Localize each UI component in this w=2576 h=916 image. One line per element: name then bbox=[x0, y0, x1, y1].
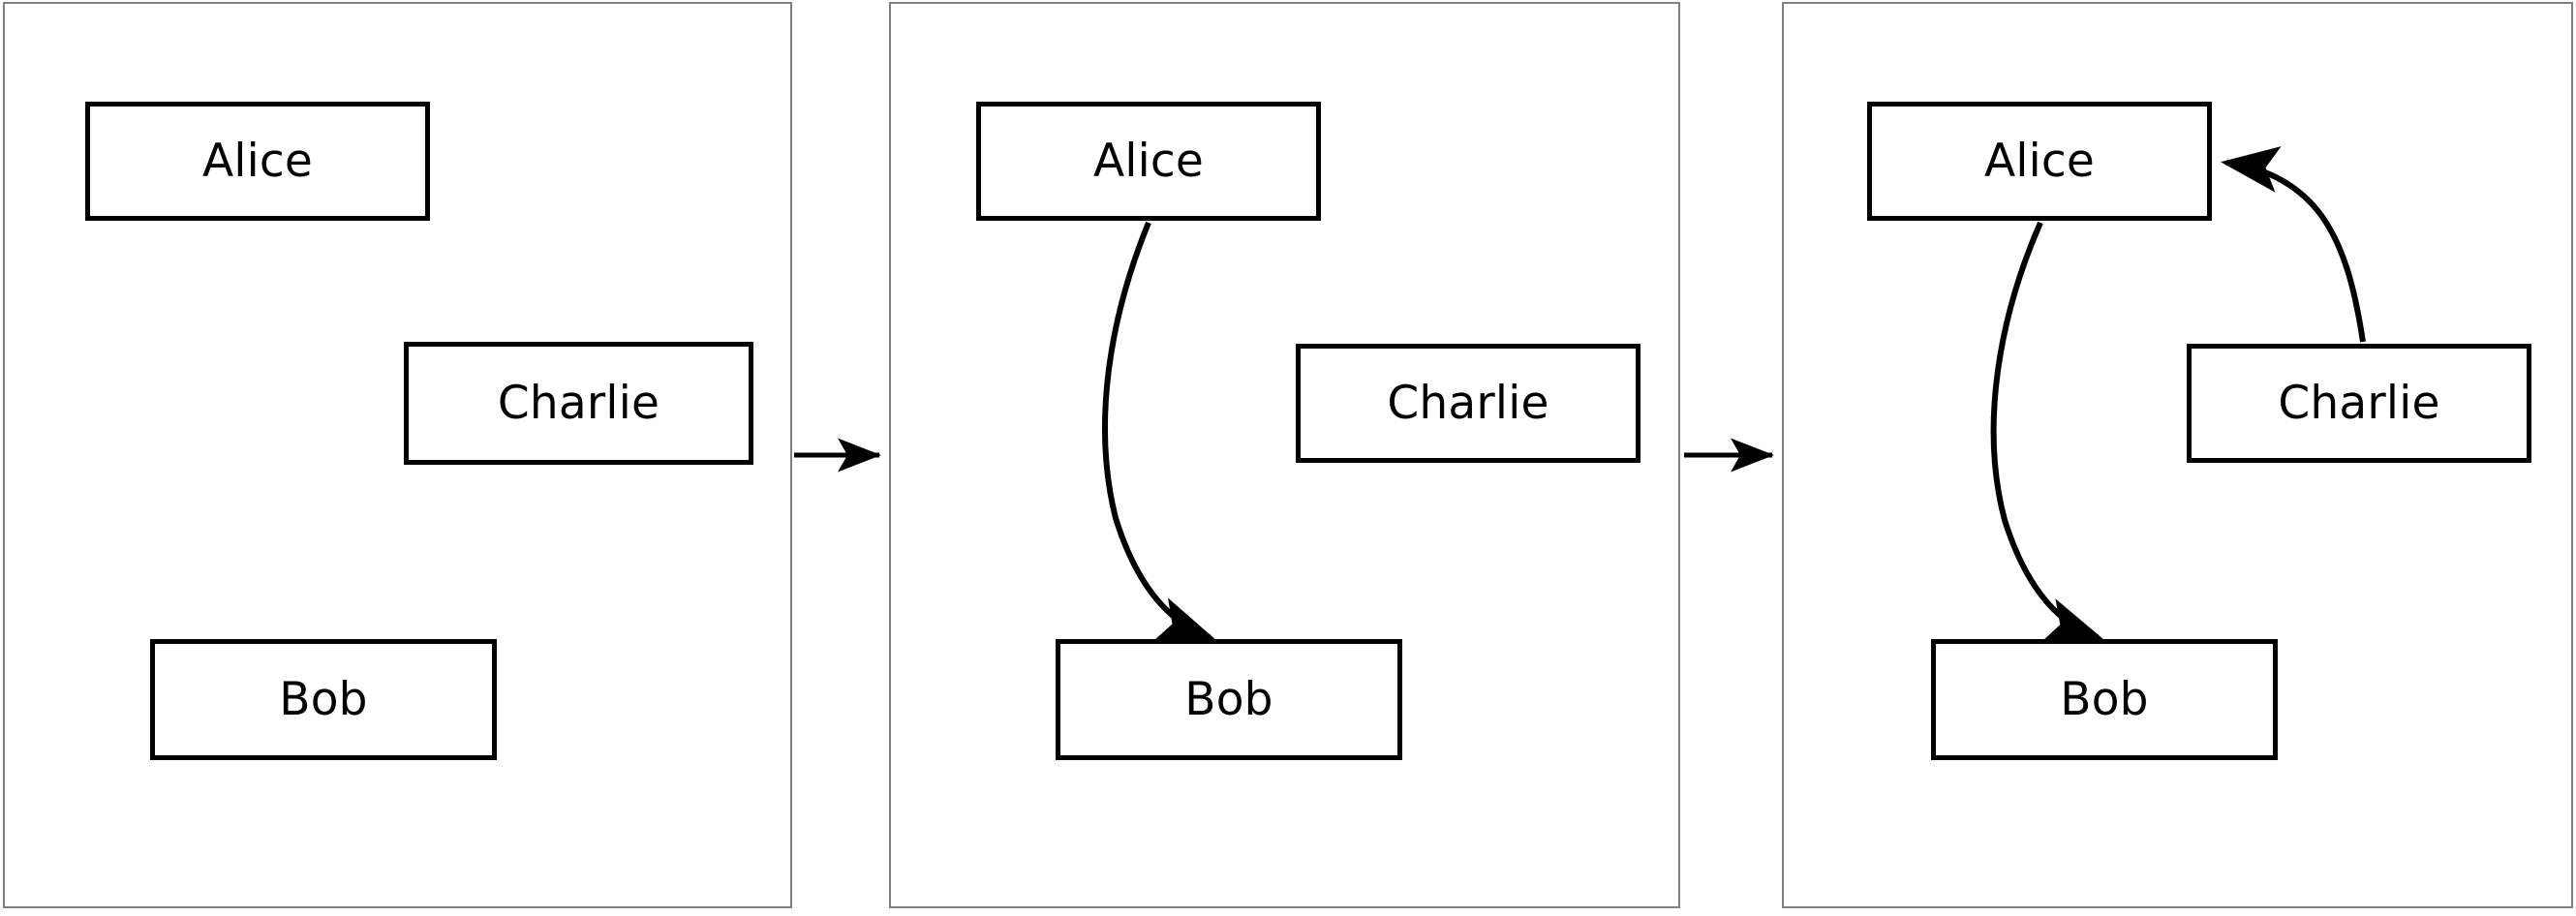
panel-3-node-bob[interactable]: Bob bbox=[1931, 639, 2278, 760]
node-label-alice: Alice bbox=[1983, 135, 2096, 188]
node-label-bob: Bob bbox=[2060, 673, 2149, 726]
node-label-charlie: Charlie bbox=[497, 377, 660, 430]
panel-3-node-alice[interactable]: Alice bbox=[1867, 102, 2212, 221]
panel-2-node-alice[interactable]: Alice bbox=[976, 102, 1321, 221]
node-label-alice: Alice bbox=[1092, 135, 1205, 188]
node-label-charlie: Charlie bbox=[2278, 377, 2440, 430]
node-label-alice: Alice bbox=[201, 135, 314, 188]
panel-1-node-charlie[interactable]: Charlie bbox=[404, 342, 753, 465]
node-label-bob: Bob bbox=[279, 673, 368, 726]
panel-3-node-charlie[interactable]: Charlie bbox=[2187, 344, 2531, 463]
node-label-bob: Bob bbox=[1184, 673, 1273, 726]
panel-2-node-charlie[interactable]: Charlie bbox=[1296, 344, 1641, 463]
node-label-charlie: Charlie bbox=[1387, 377, 1549, 430]
panel-1-node-bob[interactable]: Bob bbox=[150, 639, 497, 760]
panel-1-node-alice[interactable]: Alice bbox=[85, 102, 430, 221]
panel-2-node-bob[interactable]: Bob bbox=[1056, 639, 1402, 760]
